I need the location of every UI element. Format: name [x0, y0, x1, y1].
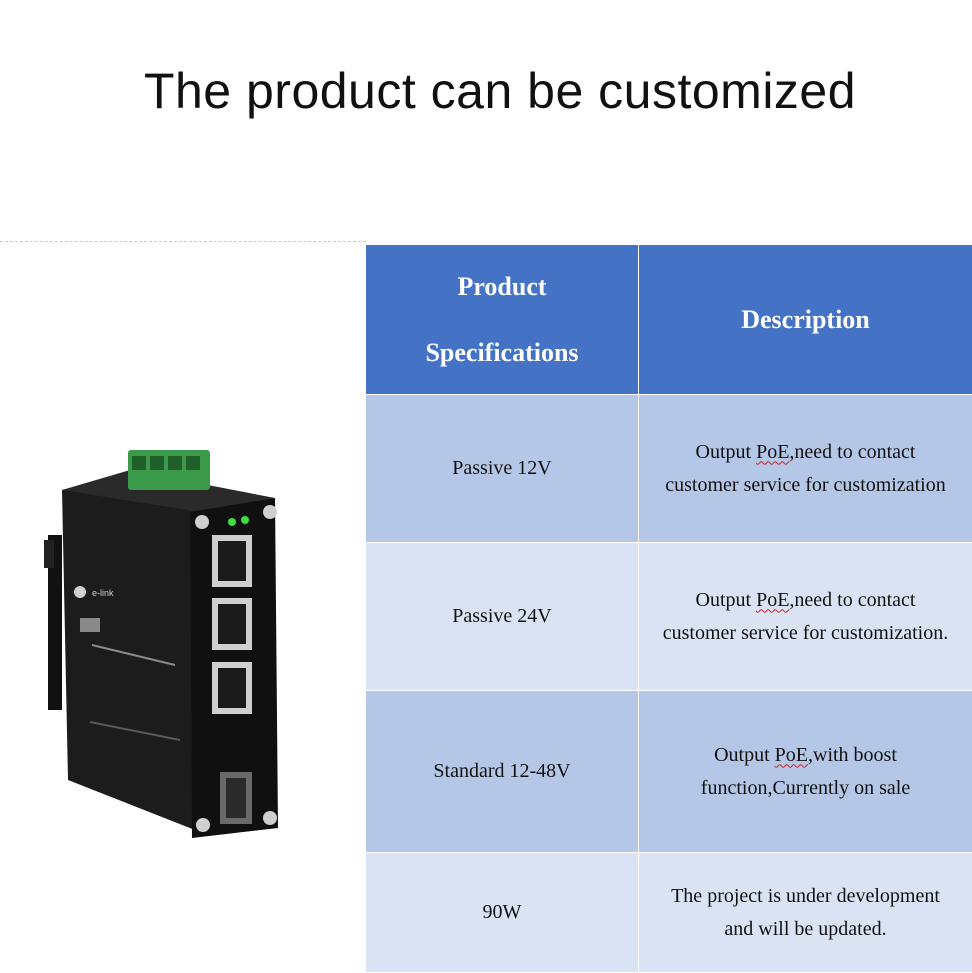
table-row: Passive 24V Output PoE,need to contact c… [366, 543, 972, 691]
spec-cell: Passive 12V [366, 395, 639, 543]
description-line1: Output PoE,need to contact [639, 436, 972, 469]
description-cell: Output PoE,need to contact customer serv… [639, 395, 972, 543]
header-description: Description [639, 245, 972, 395]
table-row: Passive 12V Output PoE,need to contact c… [366, 395, 972, 543]
description-line2: and will be updated. [639, 913, 972, 946]
description-cell: The project is under development and wil… [639, 853, 972, 973]
description-line2: function,Currently on sale [639, 772, 972, 805]
header-spec-line1: Product [366, 254, 638, 320]
spec-cell: 90W [366, 853, 639, 973]
spec-cell: Passive 24V [366, 543, 639, 691]
page-title: The product can be customized [0, 62, 972, 120]
spec-cell: Standard 12-48V [366, 691, 639, 853]
table-row: Standard 12-48V Output PoE,with boost fu… [366, 691, 972, 853]
rj45-port-icon [212, 535, 252, 714]
spec-table: Product Specifications Description Passi… [365, 244, 972, 973]
description-line1: Output PoE,need to contact [639, 584, 972, 617]
svg-text:e-link: e-link [92, 588, 114, 598]
divider-line [0, 241, 366, 242]
description-line2: customer service for customization [639, 469, 972, 502]
product-image: e-link [40, 440, 300, 860]
table-row: 90W The project is under development and… [366, 853, 972, 973]
header-spec-line2: Specifications [366, 320, 638, 386]
description-cell: Output PoE,need to contact customer serv… [639, 543, 972, 691]
header-product-specifications: Product Specifications [366, 245, 639, 395]
description-line2: customer service for customization. [639, 617, 972, 650]
description-line1: Output PoE,with boost [639, 739, 972, 772]
description-cell: Output PoE,with boost function,Currently… [639, 691, 972, 853]
description-line1: The project is under development [639, 880, 972, 913]
